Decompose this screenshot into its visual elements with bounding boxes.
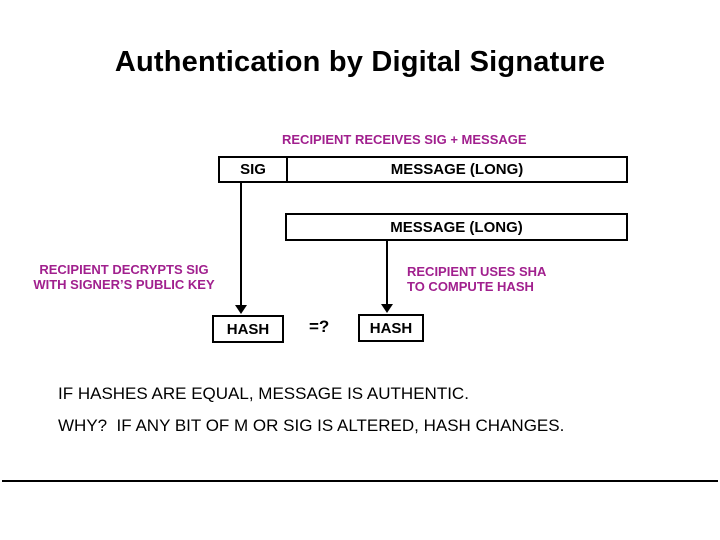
message-cell: MESSAGE (LONG) xyxy=(390,161,524,178)
sig-arrow-line xyxy=(240,183,242,306)
conclusion-text: IF HASHES ARE EQUAL, MESSAGE IS AUTHENTI… xyxy=(58,384,469,403)
hash-box-computed: HASH xyxy=(358,314,424,342)
sig-cell: SIG xyxy=(220,158,288,181)
hash-box-decrypted: HASH xyxy=(212,315,284,343)
recipient-receives-label: RECIPIENT RECEIVES SIG + MESSAGE xyxy=(282,132,527,147)
decrypt-note-line1: RECIPIENT DECRYPTS SIG xyxy=(39,262,209,277)
sha-note-line2: TO COMPUTE HASH xyxy=(407,279,534,294)
message-arrow-line xyxy=(386,241,388,306)
sig-arrowhead-icon xyxy=(235,305,247,314)
why-text: WHY? IF ANY BIT OF M OR SIG IS ALTERED, … xyxy=(58,416,565,435)
equals-comparison: =? xyxy=(309,317,330,336)
message-arrowhead-icon xyxy=(381,304,393,313)
page-title: Authentication by Digital Signature xyxy=(114,46,606,78)
decrypt-note-line2: WITH SIGNER’S PUBLIC KEY xyxy=(33,277,215,292)
decrypt-note: RECIPIENT DECRYPTS SIG WITH SIGNER’S PUB… xyxy=(14,262,234,292)
sha-note-line1: RECIPIENT USES SHA xyxy=(407,264,547,279)
footer-divider xyxy=(2,480,718,482)
sha-note: RECIPIENT USES SHA TO COMPUTE HASH xyxy=(407,264,546,294)
message-copy-box: MESSAGE (LONG) xyxy=(285,213,628,241)
sig-message-box: SIG MESSAGE (LONG) xyxy=(218,156,628,183)
